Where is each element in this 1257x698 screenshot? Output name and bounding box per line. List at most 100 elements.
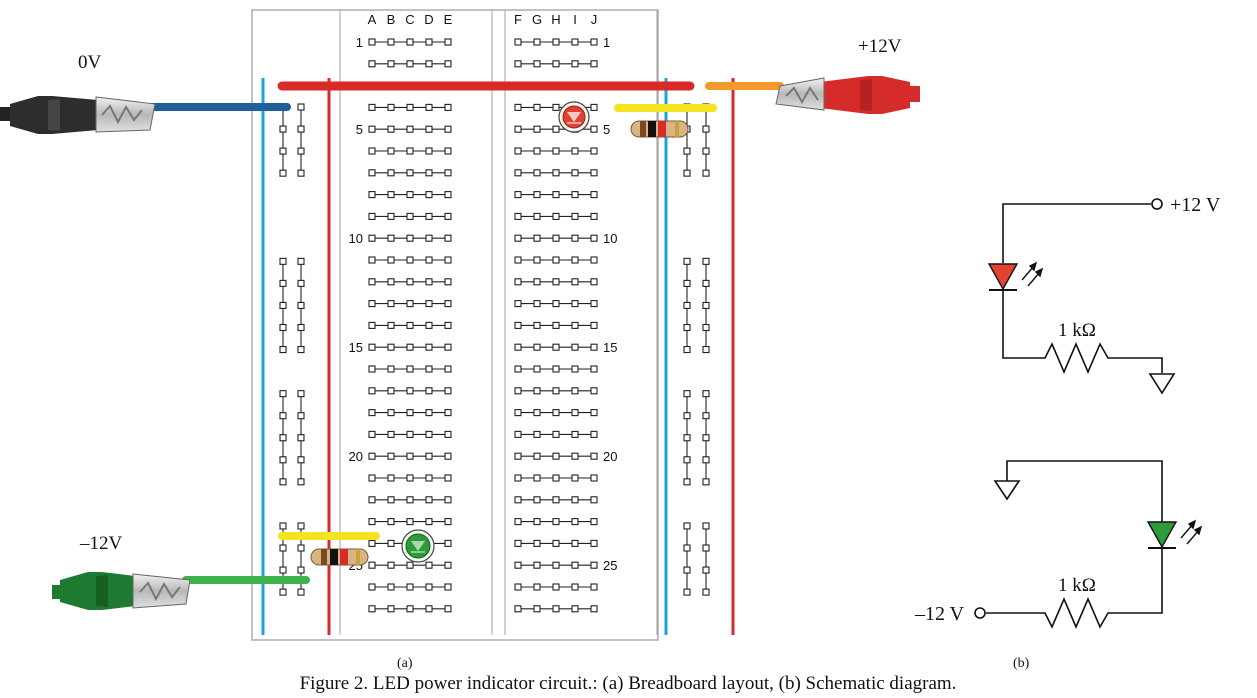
breadboard-hole[interactable]	[590, 409, 598, 417]
breadboard-hole[interactable]	[387, 430, 395, 438]
breadboard-hole[interactable]	[368, 561, 376, 569]
breadboard-hole[interactable]	[387, 234, 395, 242]
rail-hole[interactable]	[702, 323, 710, 332]
rail-hole[interactable]	[683, 522, 691, 530]
rail-hole[interactable]	[683, 345, 691, 354]
breadboard-hole[interactable]	[514, 321, 522, 329]
breadboard-hole[interactable]	[368, 191, 376, 199]
breadboard-hole[interactable]	[552, 343, 560, 351]
breadboard-hole[interactable]	[444, 518, 452, 526]
breadboard-hole[interactable]	[444, 343, 452, 351]
breadboard-hole[interactable]	[571, 278, 579, 286]
breadboard-hole[interactable]	[406, 278, 414, 286]
rail-hole[interactable]	[702, 412, 710, 420]
breadboard-hole[interactable]	[368, 212, 376, 220]
rail-hole[interactable]	[279, 390, 287, 398]
breadboard-hole[interactable]	[552, 605, 560, 613]
breadboard-hole[interactable]	[533, 474, 541, 482]
breadboard-hole[interactable]	[533, 409, 541, 417]
breadboard-hole[interactable]	[533, 191, 541, 199]
rail-hole[interactable]	[279, 588, 287, 596]
breadboard-hole[interactable]	[533, 343, 541, 351]
rail-hole[interactable]	[702, 566, 710, 574]
breadboard-hole[interactable]	[425, 212, 433, 220]
breadboard-hole[interactable]	[387, 169, 395, 177]
rail-hole[interactable]	[279, 566, 287, 574]
rail-hole[interactable]	[683, 147, 691, 155]
breadboard-hole[interactable]	[368, 321, 376, 329]
breadboard-hole[interactable]	[590, 278, 598, 286]
breadboard-hole[interactable]	[514, 300, 522, 308]
breadboard-hole[interactable]	[571, 300, 579, 308]
breadboard-hole[interactable]	[552, 256, 560, 264]
breadboard-hole[interactable]	[406, 191, 414, 199]
breadboard-hole[interactable]	[406, 518, 414, 526]
breadboard-hole[interactable]	[514, 191, 522, 199]
breadboard-hole[interactable]	[571, 387, 579, 395]
breadboard-hole[interactable]	[368, 452, 376, 460]
breadboard-hole[interactable]	[571, 343, 579, 351]
breadboard-hole[interactable]	[571, 409, 579, 417]
breadboard-hole[interactable]	[514, 343, 522, 351]
breadboard-hole[interactable]	[571, 169, 579, 177]
breadboard-hole[interactable]	[590, 60, 598, 68]
breadboard-hole[interactable]	[444, 452, 452, 460]
rail-hole[interactable]	[297, 147, 305, 155]
breadboard-hole[interactable]	[533, 256, 541, 264]
breadboard-hole[interactable]	[533, 212, 541, 220]
breadboard-hole[interactable]	[571, 212, 579, 220]
rail-hole[interactable]	[279, 345, 287, 354]
rail-hole[interactable]	[683, 544, 691, 552]
breadboard-hole[interactable]	[552, 321, 560, 329]
breadboard-hole[interactable]	[590, 605, 598, 613]
rail-hole[interactable]	[297, 412, 305, 420]
breadboard-hole[interactable]	[444, 125, 452, 133]
breadboard-hole[interactable]	[552, 452, 560, 460]
breadboard-hole[interactable]	[514, 234, 522, 242]
breadboard-hole[interactable]	[444, 387, 452, 395]
breadboard-hole[interactable]	[368, 125, 376, 133]
breadboard-hole[interactable]	[571, 38, 579, 46]
breadboard-hole[interactable]	[590, 583, 598, 591]
rail-hole[interactable]	[297, 522, 305, 530]
breadboard-hole[interactable]	[387, 125, 395, 133]
breadboard-hole[interactable]	[444, 60, 452, 68]
rail-hole[interactable]	[297, 434, 305, 442]
rail-hole[interactable]	[279, 257, 287, 265]
breadboard-hole[interactable]	[571, 539, 579, 547]
breadboard-hole[interactable]	[387, 300, 395, 308]
rail-hole[interactable]	[702, 345, 710, 354]
rail-hole[interactable]	[702, 390, 710, 398]
rail-hole[interactable]	[683, 390, 691, 398]
breadboard-hole[interactable]	[387, 38, 395, 46]
breadboard-hole[interactable]	[514, 518, 522, 526]
breadboard-hole[interactable]	[387, 561, 395, 569]
breadboard-hole[interactable]	[406, 343, 414, 351]
breadboard-hole[interactable]	[590, 191, 598, 199]
rail-hole[interactable]	[702, 301, 710, 310]
breadboard-hole[interactable]	[590, 103, 598, 111]
breadboard-hole[interactable]	[444, 474, 452, 482]
breadboard-hole[interactable]	[444, 409, 452, 417]
breadboard-hole[interactable]	[590, 474, 598, 482]
breadboard-hole[interactable]	[571, 474, 579, 482]
breadboard-hole[interactable]	[533, 169, 541, 177]
rail-hole[interactable]	[297, 478, 305, 486]
breadboard-hole[interactable]	[571, 256, 579, 264]
breadboard-hole[interactable]	[406, 212, 414, 220]
breadboard-hole[interactable]	[552, 387, 560, 395]
breadboard-hole[interactable]	[590, 212, 598, 220]
breadboard-hole[interactable]	[387, 212, 395, 220]
rail-hole[interactable]	[279, 522, 287, 530]
breadboard-hole[interactable]	[552, 583, 560, 591]
breadboard-hole[interactable]	[533, 147, 541, 155]
breadboard-hole[interactable]	[590, 343, 598, 351]
breadboard-hole[interactable]	[444, 147, 452, 155]
breadboard-hole[interactable]	[387, 409, 395, 417]
rail-hole[interactable]	[279, 544, 287, 552]
breadboard-hole[interactable]	[387, 103, 395, 111]
rail-hole[interactable]	[702, 478, 710, 486]
breadboard-hole[interactable]	[444, 539, 452, 547]
breadboard-hole[interactable]	[552, 539, 560, 547]
breadboard-hole[interactable]	[406, 321, 414, 329]
